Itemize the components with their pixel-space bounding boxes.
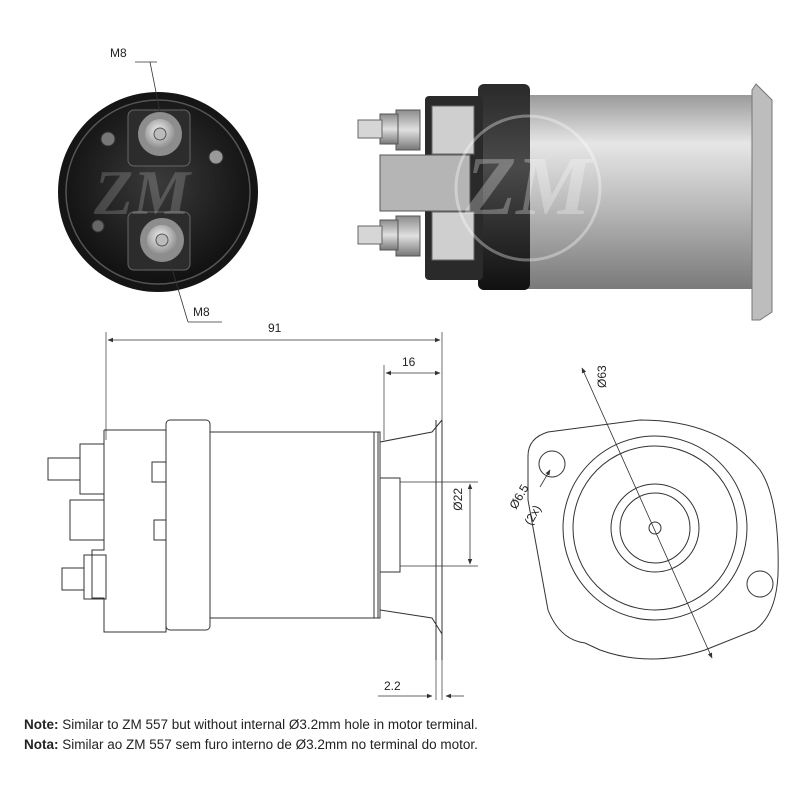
side-technical-drawing (47, 332, 478, 700)
small-terminal-right (208, 149, 224, 165)
note-portuguese-label: Nota: (24, 737, 59, 752)
note-english: Note: Similar to ZM 557 but without inte… (24, 717, 784, 732)
lower-terminal-bolt (127, 211, 191, 271)
label-thread-top: M8 (110, 46, 127, 60)
dim-bolt-circle: Ø63 (595, 365, 609, 388)
small-terminal-left (100, 131, 116, 147)
small-terminal-lower (91, 219, 105, 233)
dim-bore-diameter: Ø22 (451, 488, 465, 511)
dim-flange-depth: 16 (402, 355, 416, 369)
label-thread-bottom: M8 (193, 305, 210, 319)
end-view-photo: ZM M8 M8 (58, 46, 258, 323)
notes-block: Note: Similar to ZM 557 but without inte… (24, 717, 784, 757)
side-view-photo: ZM (357, 83, 773, 321)
upper-terminal-bolt (127, 109, 191, 167)
dim-mount-hole-qty: (2x) (521, 503, 543, 528)
note-portuguese-text: Similar ao ZM 557 sem furo interno de Ø3… (58, 737, 478, 752)
dim-flange-thickness: 2.2 (384, 679, 401, 693)
dim-length-total: 91 (268, 321, 282, 335)
watermark-side-view: ZM (464, 140, 594, 233)
watermark-end-view: ZM (93, 157, 192, 228)
note-portuguese: Nota: Similar ao ZM 557 sem furo interno… (24, 737, 784, 752)
note-english-label: Note: (24, 717, 59, 732)
note-english-text: Similar to ZM 557 but without internal Ø… (58, 717, 478, 732)
front-technical-drawing (527, 367, 779, 660)
